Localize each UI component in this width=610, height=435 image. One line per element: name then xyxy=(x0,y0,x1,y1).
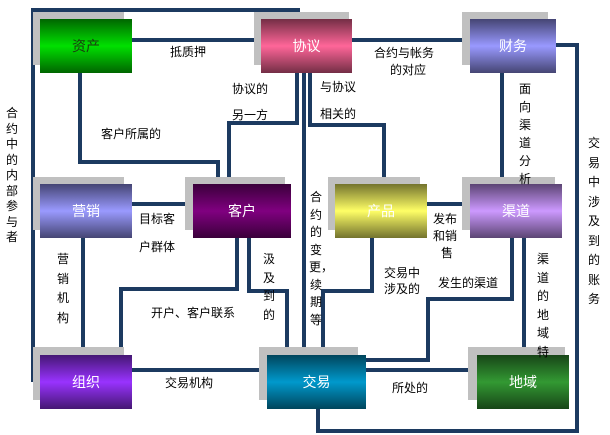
node-transaction-label: 交易 xyxy=(302,375,331,391)
edge-label-agreement-related-2: 相关的 xyxy=(320,107,357,121)
connector-customer-transaction xyxy=(247,238,289,355)
edge-label-publish-sell-3: 售 xyxy=(441,246,454,260)
edge-label-contract-account-2: 的对应 xyxy=(390,63,427,77)
node-channel[interactable]: 渠道 xyxy=(470,184,562,238)
connector-agreement-product xyxy=(308,73,386,184)
node-customer-label: 客户 xyxy=(228,204,256,220)
node-marketing-label: 营销 xyxy=(72,204,100,220)
node-agreement-label: 协议 xyxy=(292,39,321,55)
edge-label-located-at: 所处的 xyxy=(392,381,429,395)
edge-label-involved: 汲及到的 xyxy=(262,252,275,322)
edge-label-target-customer-2: 户群体 xyxy=(139,240,176,254)
node-customer[interactable]: 客户 xyxy=(193,184,291,238)
connector-assets-customer xyxy=(78,73,220,184)
node-agreement[interactable]: 协议 xyxy=(261,19,352,73)
edge-label-publish-sell-2: 和销 xyxy=(433,229,458,243)
edge-label-channel-region: 渠道的地域特 xyxy=(536,252,549,359)
connector-customer-organization xyxy=(119,238,239,355)
node-channel-label: 渠道 xyxy=(502,204,530,220)
edge-label-channel-occurred: 发生的渠道 xyxy=(438,276,499,290)
node-region-label: 地域 xyxy=(509,375,537,391)
edge-label-agreement-related-1: 与协议 xyxy=(320,80,357,94)
node-organization-label: 组织 xyxy=(72,375,100,391)
node-marketing[interactable]: 营销 xyxy=(40,184,132,238)
edge-label-marketing-org: 营销机构 xyxy=(56,252,69,325)
node-transaction[interactable]: 交易 xyxy=(267,355,366,409)
connector-agreement-customer xyxy=(227,73,299,184)
connector-finance-transaction xyxy=(316,43,579,433)
node-product[interactable]: 产品 xyxy=(335,184,427,238)
connector-channel-transaction xyxy=(366,238,514,362)
edge-label-txn-org: 交易机构 xyxy=(165,376,214,390)
connector-product-transaction xyxy=(321,238,374,355)
node-assets[interactable]: 资产 xyxy=(40,19,132,73)
node-product-label: 产品 xyxy=(367,204,395,220)
edge-label-customer-owned: 客户所属的 xyxy=(101,127,162,141)
edge-label-target-customer-1: 目标客 xyxy=(139,212,176,226)
edge-label-contract-change: 合约的变更，续期等 xyxy=(309,190,334,327)
edge-label-internal-participants: 合约中的内部参与者 xyxy=(5,106,18,244)
edge-label-transaction-accounts: 交易中涉及到的账务 xyxy=(587,136,600,306)
edge-label-txn-involved-2: 涉及的 xyxy=(384,282,421,296)
node-finance-label: 财务 xyxy=(499,39,527,55)
node-organization[interactable]: 组织 xyxy=(40,355,132,409)
node-assets-label: 资产 xyxy=(72,39,100,55)
edge-label-contract-account: 合约与帐务 xyxy=(374,46,435,60)
edge-label-account-contact: 开户、客户联系 xyxy=(151,306,236,320)
edge-label-channel-analysis: 面向渠道分析 xyxy=(518,82,531,186)
edge-label-pledge: 抵质押 xyxy=(170,45,207,59)
edge-label-txn-involved-1: 交易中 xyxy=(384,266,421,280)
node-finance[interactable]: 财务 xyxy=(470,19,556,73)
node-region[interactable]: 地域 xyxy=(477,355,569,409)
edge-label-publish-sell-1: 发布 xyxy=(433,212,458,226)
edge-label-counterparty-1: 协议的 xyxy=(232,82,269,96)
edge-label-counterparty-2: 另一方 xyxy=(232,108,269,122)
